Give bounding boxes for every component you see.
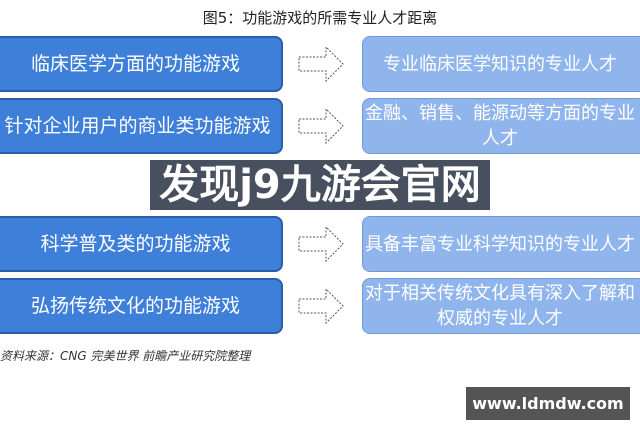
game-type-box: 科学普及类的功能游戏	[0, 216, 283, 272]
talent-box: 对于相关传统文化具有深入了解和权威的专业人才	[362, 278, 640, 334]
arrow-right-icon	[298, 45, 344, 83]
overlay-banner: 发现j9九游会官网	[150, 160, 490, 210]
source-note: 资料来源：CNG 完美世界 前瞻产业研究院整理	[0, 349, 251, 363]
arrow-right-icon	[298, 287, 344, 325]
arrow-right-icon	[298, 107, 344, 145]
talent-box: 专业临床医学知识的专业人才	[362, 36, 640, 92]
talent-box: 具备丰富专业科学知识的专业人才	[362, 216, 640, 272]
game-type-box: 弘扬传统文化的功能游戏	[0, 278, 283, 334]
game-type-box: 针对企业用户的商业类功能游戏	[0, 98, 283, 154]
figure-title: 图5：功能游戏的所需专业人才距离	[202, 9, 438, 27]
overlay-url: www.ldmdw.com	[466, 387, 630, 420]
game-type-box: 临床医学方面的功能游戏	[0, 36, 283, 92]
talent-box: 金融、销售、能源动等方面的专业人才	[362, 98, 640, 154]
arrow-right-icon	[298, 225, 344, 263]
